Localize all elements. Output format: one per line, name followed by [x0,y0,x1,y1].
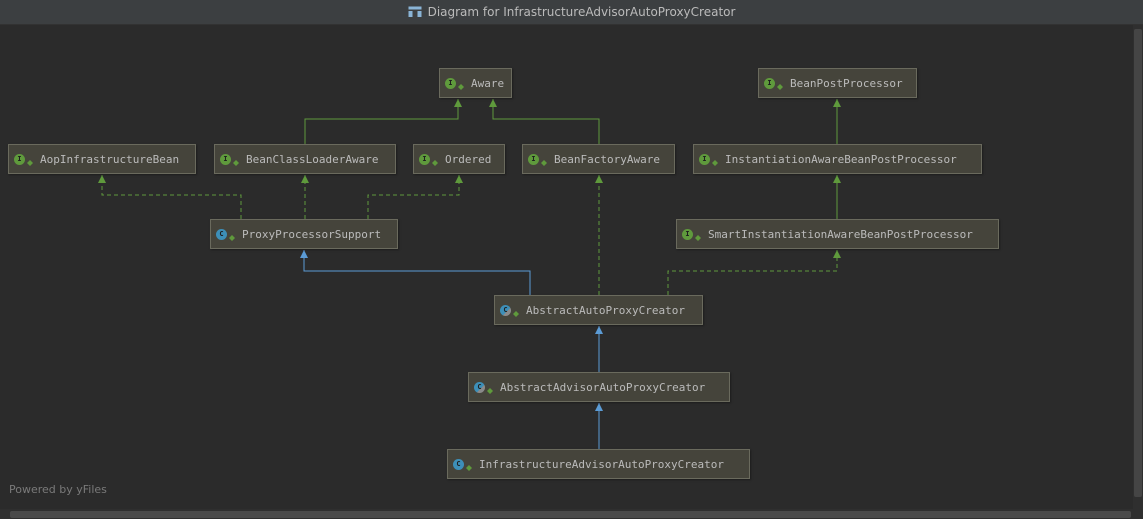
node-label: InstantiationAwareBeanPostProcessor [725,152,957,166]
interface-icon: I [528,153,539,165]
node-iaapc[interactable]: C InfrastructureAdvisorAutoProxyCreator [447,449,750,479]
abstract-class-icon: C [500,304,511,316]
interface-icon: I [14,153,25,165]
node-aapc[interactable]: C AbstractAutoProxyCreator [494,295,703,325]
class-icon: C [216,228,227,240]
horizontal-scrollbar[interactable] [0,509,1143,519]
public-visibility-icon [458,80,464,90]
node-pps[interactable]: C ProxyProcessorSupport [210,219,398,249]
public-visibility-icon [432,156,438,166]
edge-bcla-to-aware [304,99,462,144]
public-visibility-icon [541,156,547,166]
node-label: Ordered [445,152,492,166]
vertical-scrollbar[interactable] [1133,25,1143,509]
node-bcla[interactable]: I BeanClassLoaderAware [214,144,396,174]
node-aaapc[interactable]: C AbstractAdvisorAutoProxyCreator [468,372,730,402]
public-visibility-icon [695,231,701,241]
node-label: SmartInstantiationAwareBeanPostProcessor [708,227,973,241]
horizontal-scrollbar-thumb[interactable] [10,511,1131,518]
node-label: BeanClassLoaderAware [246,152,379,166]
node-siabpp[interactable]: I SmartInstantiationAwareBeanPostProcesso… [676,219,999,249]
interface-icon: I [220,153,231,165]
node-ordered[interactable]: I Ordered [413,144,505,174]
edge-pps-to-ordered [367,175,463,219]
public-visibility-icon [712,156,718,166]
edge-bfa-to-aware [489,99,600,144]
interface-icon: I [682,228,693,240]
node-bfa[interactable]: I BeanFactoryAware [522,144,675,174]
public-visibility-icon [27,156,33,166]
class-icon: C [453,458,464,470]
node-label: BeanPostProcessor [790,76,903,90]
abstract-class-icon: C [474,381,485,393]
public-visibility-icon [466,461,472,471]
edge-aapc-to-pps [300,250,531,295]
diagram-icon [408,6,422,18]
public-visibility-icon [487,384,493,394]
node-label: AopInfrastructureBean [40,152,180,166]
node-label: AbstractAdvisorAutoProxyCreator [500,380,706,394]
interface-icon: I [764,77,775,89]
public-visibility-icon [229,231,235,241]
node-label: BeanFactoryAware [554,152,660,166]
window-title: Diagram for InfrastructureAdvisorAutoPro… [427,5,736,19]
interface-icon: I [699,153,710,165]
diagram-edges [98,99,841,449]
node-label: AbstractAutoProxyCreator [526,303,685,317]
node-aib[interactable]: I AopInfrastructureBean [8,144,196,174]
vertical-scrollbar-thumb[interactable] [1134,29,1142,497]
title-bar: Diagram for InfrastructureAdvisorAutoPro… [0,0,1143,25]
node-iabpp[interactable]: I InstantiationAwareBeanPostProcessor [693,144,982,174]
node-label: Aware [471,76,505,90]
public-visibility-icon [233,156,239,166]
edge-aapc-to-siabpp [667,250,841,295]
powered-by-label: Powered by yFiles [9,483,107,496]
node-label: ProxyProcessorSupport [242,227,382,241]
node-aware[interactable]: I Aware [439,68,512,98]
public-visibility-icon [513,307,519,317]
public-visibility-icon [777,80,783,90]
interface-icon: I [445,77,456,89]
node-label: InfrastructureAdvisorAutoProxyCreator [479,457,725,471]
edge-pps-to-aib [98,175,242,219]
interface-icon: I [419,153,430,165]
node-bpp[interactable]: I BeanPostProcessor [758,68,917,98]
